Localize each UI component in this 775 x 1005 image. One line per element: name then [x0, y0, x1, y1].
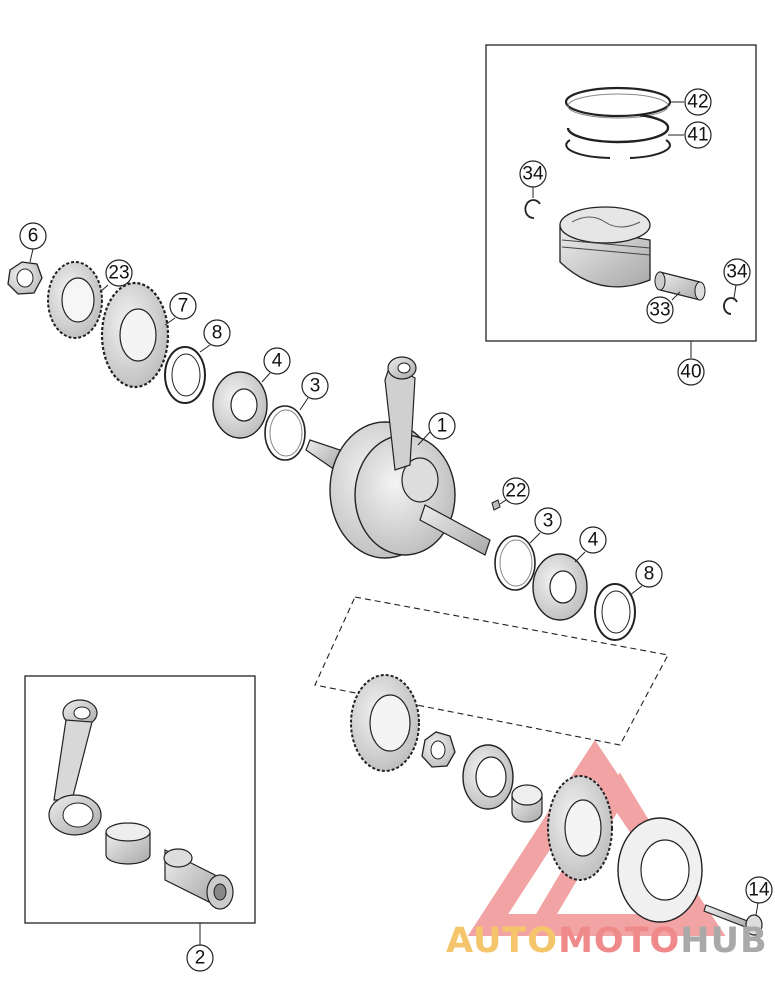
thrust-washer-right — [494, 535, 536, 591]
watermark-text: AUTOMOTOHUB — [446, 921, 768, 961]
bolt — [703, 904, 763, 936]
callout-3-right: 3 — [529, 507, 562, 544]
crankshaft — [305, 356, 491, 559]
bearing-bush — [105, 822, 151, 865]
callout-3-left: 3 — [299, 372, 329, 411]
svg-text:41: 41 — [687, 125, 708, 146]
starter-gear — [547, 775, 613, 881]
callout-7: 7 — [164, 292, 197, 326]
callout-14: 14 — [745, 876, 773, 916]
circlip-left — [524, 199, 541, 219]
callout-8-right: 8 — [629, 560, 663, 596]
callout-1: 1 — [417, 412, 456, 446]
ball-bearing-left — [212, 371, 268, 439]
piston-kit-box — [485, 44, 757, 358]
svg-text:33: 33 — [649, 300, 670, 321]
svg-text:7: 7 — [178, 296, 189, 317]
shim-ring-left — [164, 346, 206, 404]
svg-text:22: 22 — [505, 481, 526, 502]
callout-42: 42 — [670, 88, 712, 116]
ball-bearing-right — [532, 553, 588, 621]
svg-text:2: 2 — [195, 948, 206, 969]
callout-2: 2 — [186, 944, 214, 972]
svg-text:14: 14 — [748, 880, 770, 901]
watermark-part-hub: HUB — [680, 921, 768, 961]
svg-text:3: 3 — [543, 511, 554, 532]
svg-text:8: 8 — [212, 323, 223, 344]
svg-text:1: 1 — [437, 416, 448, 437]
piston-ring-bottom — [565, 113, 671, 159]
shim-ring-right — [594, 583, 636, 641]
bushing — [511, 784, 543, 823]
thrust-washer-left — [264, 405, 306, 461]
conrod-kit-box — [24, 675, 256, 945]
piston-ring-top — [564, 86, 672, 119]
nut-left — [7, 261, 43, 295]
woodruff-key — [491, 499, 501, 511]
callout-33: 33 — [646, 291, 681, 324]
watermark-part-auto: AUTO — [446, 921, 559, 961]
svg-text:23: 23 — [108, 263, 129, 284]
svg-text:4: 4 — [588, 530, 599, 551]
callout-23: 23 — [99, 259, 133, 293]
svg-text:3: 3 — [310, 376, 321, 397]
svg-text:4: 4 — [272, 351, 283, 372]
conrod-spare — [48, 699, 102, 836]
callout-22: 22 — [499, 477, 530, 505]
nut-right — [421, 731, 456, 768]
callout-41: 41 — [668, 121, 712, 149]
callout-4-left: 4 — [261, 347, 291, 383]
watermark-part-moto: MOTO — [558, 921, 681, 961]
freewheel-housing — [617, 817, 703, 923]
svg-text:34: 34 — [522, 164, 544, 185]
circlip-right — [723, 297, 738, 315]
dashed-group-frame — [314, 596, 669, 746]
callout-4-right: 4 — [574, 526, 607, 563]
balancer-gear — [100, 281, 170, 389]
svg-text:8: 8 — [644, 564, 655, 585]
svg-text:42: 42 — [687, 92, 708, 113]
callout-34-right: 34 — [723, 258, 751, 299]
svg-text:34: 34 — [726, 262, 748, 283]
svg-text:6: 6 — [28, 226, 39, 247]
svg-text:40: 40 — [680, 362, 701, 383]
piston — [559, 206, 651, 288]
primary-gear — [47, 261, 103, 339]
collar-ring — [462, 744, 514, 810]
callout-34-left: 34 — [519, 160, 547, 198]
callout-8-left: 8 — [199, 319, 231, 353]
timing-gear — [350, 674, 420, 772]
crank-pin — [163, 848, 234, 910]
callout-6: 6 — [19, 222, 47, 263]
callout-40: 40 — [677, 358, 705, 386]
piston-pin — [654, 271, 706, 301]
